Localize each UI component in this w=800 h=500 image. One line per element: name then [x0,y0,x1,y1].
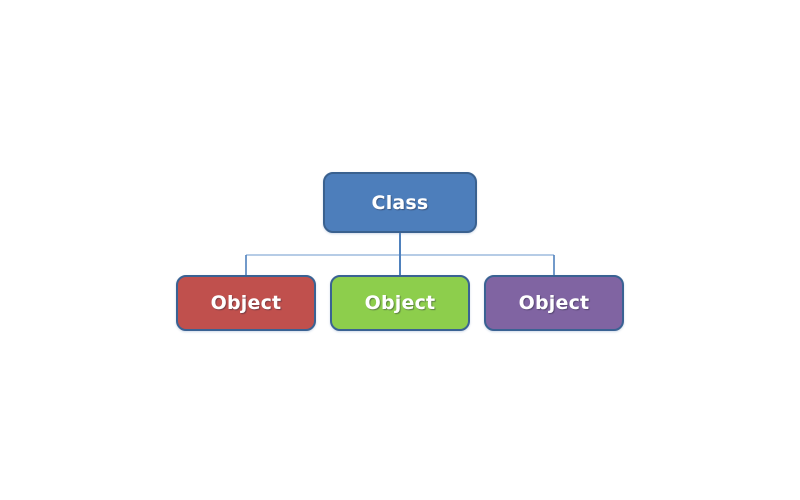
object-node-red: Object [176,275,316,331]
object-node-purple: Object [484,275,624,331]
object-node-red-label: Object [210,292,282,314]
object-node-green: Object [330,275,470,331]
class-node: Class [323,172,477,233]
class-node-label: Class [371,191,429,214]
object-node-purple-label: Object [518,292,590,314]
object-node-green-label: Object [364,292,436,314]
